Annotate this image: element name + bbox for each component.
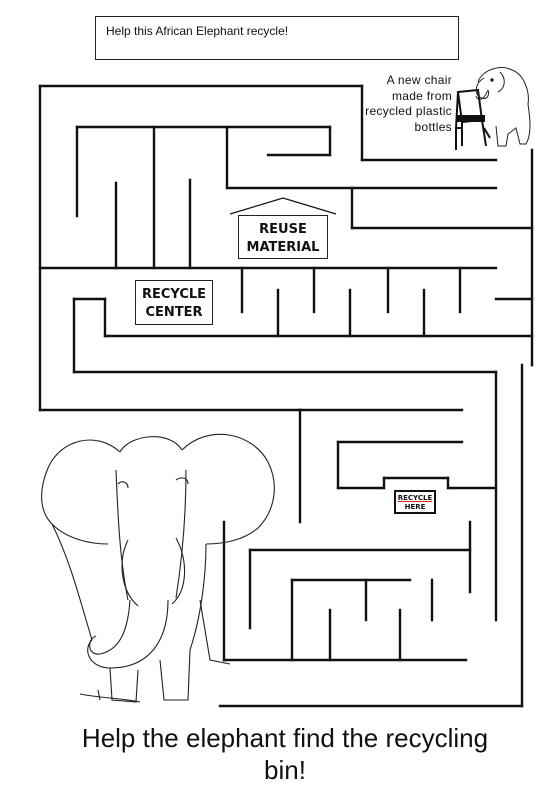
reuse-material-sign: REUSE MATERIAL xyxy=(238,215,328,259)
recycle-label: RECYCLE xyxy=(141,287,207,302)
maze-walls xyxy=(38,84,534,708)
page-title: Help this African Elephant recycle! xyxy=(106,24,289,38)
material-label: MATERIAL xyxy=(246,240,320,255)
recycle-center-sign: RECYCLE CENTER xyxy=(135,280,213,325)
center-label: CENTER xyxy=(145,305,203,320)
title-box: Help this African Elephant recycle! xyxy=(95,16,459,60)
chair-note: A new chair made from recycled plastic b… xyxy=(365,73,452,134)
instruction-text: Help the elephant find the recycling bin… xyxy=(81,723,489,785)
reuse-label: REUSE xyxy=(259,222,307,237)
recycle-bin-icon: RECYCLE HERE xyxy=(394,490,436,514)
bin-label-here: HERE xyxy=(404,503,426,511)
bin-label-recycle: RECYCLE xyxy=(397,494,433,502)
